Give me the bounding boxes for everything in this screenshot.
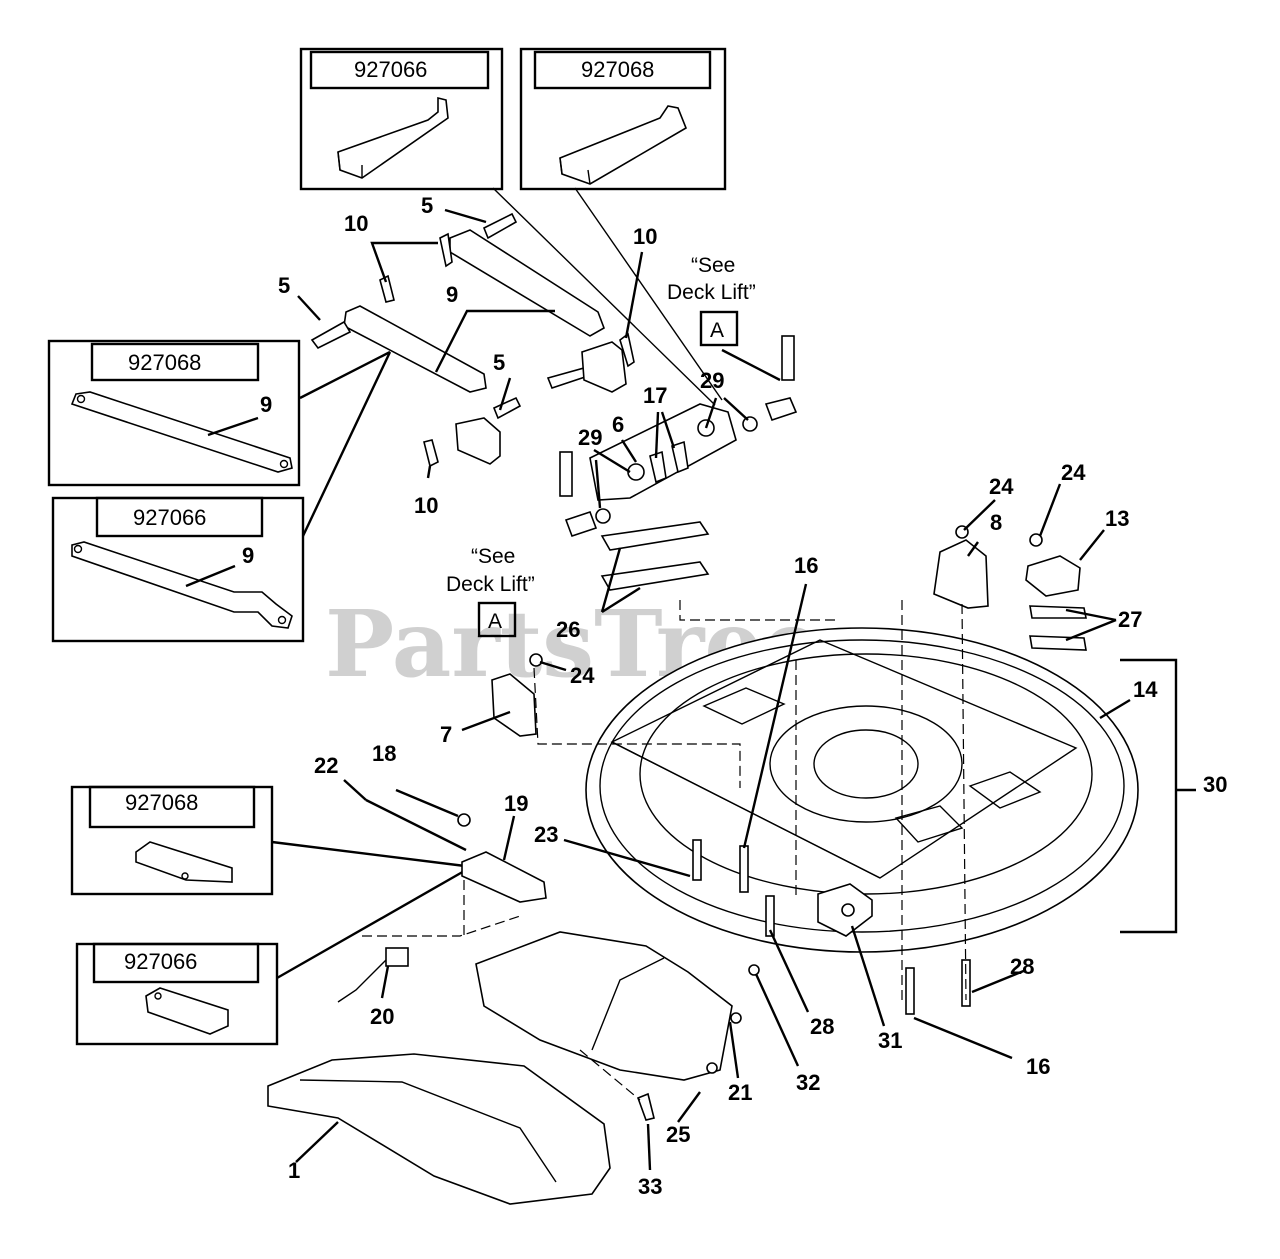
callout-7: 7 xyxy=(440,722,452,747)
inset-label: 927066 xyxy=(133,505,206,530)
callout-17: 17 xyxy=(643,383,667,408)
callout-19: 19 xyxy=(504,791,528,816)
callout-16: 16 xyxy=(1026,1054,1050,1079)
assembly-lines xyxy=(362,600,967,1101)
inset-label: 927066 xyxy=(354,57,427,82)
inset-box-927066-top: 927066 xyxy=(299,47,504,191)
inset-label: 927068 xyxy=(125,790,198,815)
callout-33: 33 xyxy=(638,1174,662,1199)
callout-10: 10 xyxy=(414,493,438,518)
callout-16: 16 xyxy=(794,553,818,578)
callout-31: 31 xyxy=(878,1028,902,1053)
inset-box-927068-top: 927068 xyxy=(519,47,727,191)
callout-1: 1 xyxy=(288,1158,300,1183)
callout-13: 13 xyxy=(1105,506,1129,531)
box-leaders xyxy=(271,187,723,980)
discharge-parts xyxy=(267,798,760,1205)
callout-24: 24 xyxy=(1061,460,1086,485)
callout-28: 28 xyxy=(810,1014,834,1039)
callout-24: 24 xyxy=(989,474,1014,499)
callout-numbers: 5 10 5 9 10 5 29 17 6 29 10 9 9 24 8 24 … xyxy=(242,193,1227,1199)
callout-9: 9 xyxy=(446,282,458,307)
callout-32: 32 xyxy=(796,1070,820,1095)
callout-5: 5 xyxy=(278,273,290,298)
note-see-deck-lift-left: “See Deck Lift” A xyxy=(446,545,535,638)
svg-text:“See: “See xyxy=(471,545,515,568)
callout-leaders xyxy=(185,208,1196,1171)
inset-box-927066-bottom: 927066 xyxy=(75,942,279,1046)
callout-30: 30 xyxy=(1203,772,1227,797)
callout-5: 5 xyxy=(421,193,433,218)
callout-8: 8 xyxy=(990,510,1002,535)
inset-label: 927068 xyxy=(581,57,654,82)
callout-9: 9 xyxy=(242,543,254,568)
note-see-deck-lift-top: “See Deck Lift” A xyxy=(667,254,781,382)
ref-box-a: A xyxy=(488,610,502,633)
callout-5: 5 xyxy=(493,350,505,375)
callout-23: 23 xyxy=(534,822,558,847)
lift-linkage xyxy=(310,212,798,591)
callout-27: 27 xyxy=(1118,607,1142,632)
svg-text:Deck Lift”: Deck Lift” xyxy=(667,281,756,304)
inset-label: 927066 xyxy=(124,949,197,974)
callout-29: 29 xyxy=(700,368,724,393)
mower-deck xyxy=(491,525,1139,1015)
svg-text:Deck Lift”: Deck Lift” xyxy=(446,573,535,596)
inset-box-927066-left: 927066 xyxy=(51,496,305,643)
callout-18: 18 xyxy=(372,741,396,766)
callout-10: 10 xyxy=(633,224,657,249)
callout-22: 22 xyxy=(314,753,338,778)
callout-26: 26 xyxy=(556,617,580,642)
svg-text:“See: “See xyxy=(691,254,735,277)
callout-24: 24 xyxy=(570,663,595,688)
callout-25: 25 xyxy=(666,1122,690,1147)
callout-14: 14 xyxy=(1133,677,1158,702)
callout-6: 6 xyxy=(612,412,624,437)
callout-9: 9 xyxy=(260,392,272,417)
callout-21: 21 xyxy=(728,1080,752,1105)
inset-box-927068-left: 927068 xyxy=(47,339,301,487)
callout-29: 29 xyxy=(578,425,602,450)
inset-label: 927068 xyxy=(128,350,201,375)
inset-box-927068-bottom: 927068 xyxy=(70,785,274,896)
callout-20: 20 xyxy=(370,1004,394,1029)
callout-28: 28 xyxy=(1010,954,1034,979)
ref-box-a: A xyxy=(710,319,724,342)
callout-10: 10 xyxy=(344,211,368,236)
